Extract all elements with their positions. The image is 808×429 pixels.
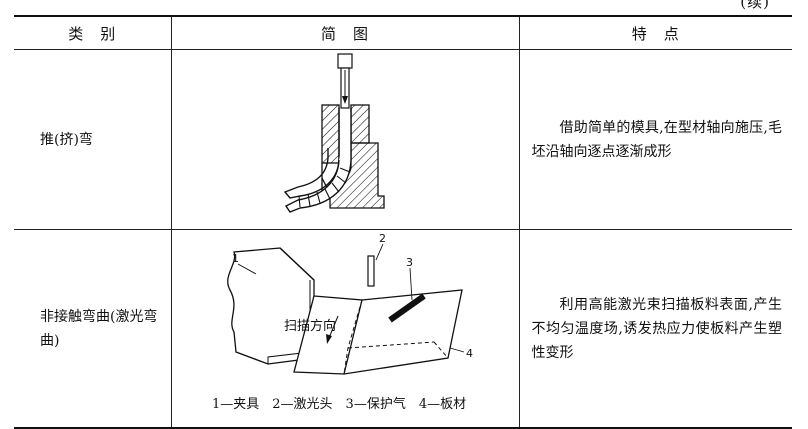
bend-line	[343, 299, 362, 375]
laser-figure-caption: 1—夹具 2—激光头 3—保护气 4—板材	[212, 396, 466, 412]
scan-direction-label: 扫描方向	[284, 318, 336, 334]
laser-head	[366, 255, 375, 287]
upper-die-left	[320, 104, 340, 164]
push-bending-diagram	[283, 53, 385, 213]
upper-die-right	[349, 104, 370, 144]
force-arrow-head	[341, 96, 348, 104]
label-1: 1	[232, 252, 239, 265]
header-category: 类 别	[14, 15, 172, 50]
push-bending-figure	[170, 49, 520, 230]
table-header-row: 类 别 简 图 特 点	[14, 15, 792, 50]
laser-bending-figure: 1 2 3 4 扫描方向 1—夹具 2—激光头 3—保护气 4—板材	[170, 229, 520, 429]
laser-bending-diagram: 1 2 3 4 扫描方向 1—夹具 2—激光头 3—保护气 4—板材	[212, 232, 473, 412]
tube-segments	[297, 167, 350, 208]
table-row: 推(挤)弯	[14, 49, 792, 230]
feature-push-bending: 借助简单的模具,在型材轴向施压,毛坯沿轴向逐点逐渐成形	[518, 49, 792, 230]
label-2: 2	[379, 232, 386, 245]
shield-gas-nozzle	[387, 293, 426, 323]
header-diagram: 简 图	[170, 15, 520, 50]
category-laser-bending: 非接触弯曲(激光弯曲)	[14, 229, 172, 429]
label-4: 4	[466, 347, 473, 360]
scan-arrow-head	[325, 334, 332, 344]
clamp-block	[226, 247, 315, 365]
feature-laser-bending: 利用高能激光束扫描板料表面,产生不均匀温度场,诱发热应力使板料产生塑性变形	[518, 229, 792, 429]
continued-mark: (续)	[740, 0, 770, 11]
header-feature: 特 点	[518, 15, 792, 50]
category-push-bending: 推(挤)弯	[14, 49, 172, 230]
process-table: 类 别 简 图 特 点 推(挤)弯	[14, 15, 792, 429]
scan-arrow-line	[328, 315, 338, 339]
label-3: 3	[406, 256, 413, 269]
punch-head	[336, 53, 353, 69]
table-row: 非接触弯曲(激光弯曲)	[14, 229, 792, 429]
